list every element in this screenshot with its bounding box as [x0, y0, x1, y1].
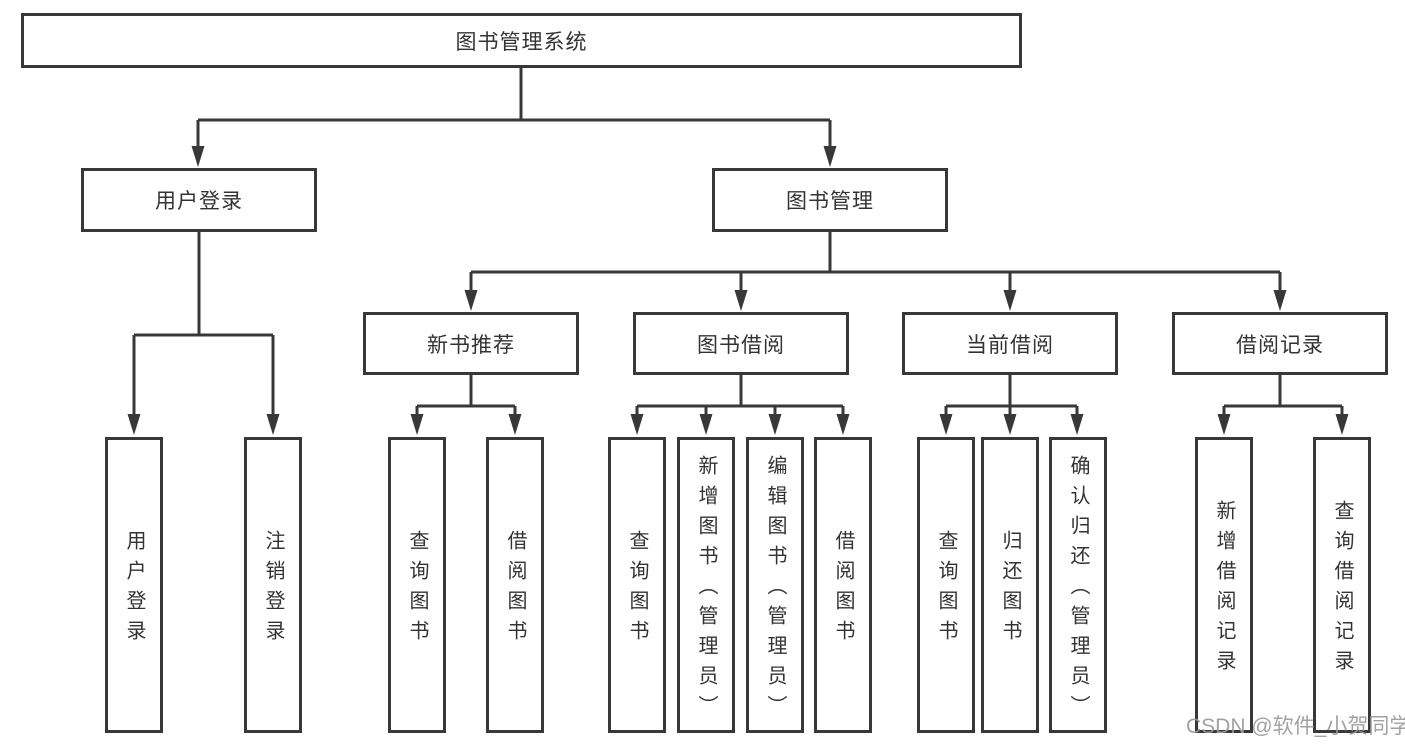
leaf-query-books-borrowing-label: 查询图书: [626, 530, 648, 650]
arrowhead: [823, 146, 837, 167]
leaf-add-borrow-record: 新增借阅记录: [1195, 437, 1253, 733]
arrowhead: [1217, 414, 1231, 435]
node-new-book-recommend: 新书推荐: [363, 312, 579, 375]
node-book-management: 图书管理: [712, 168, 948, 232]
arrowhead: [508, 414, 522, 435]
arrowhead: [836, 414, 850, 435]
arrowhead: [464, 290, 478, 311]
leaf-confirm-return-admin-label: 确认归还（管理员）: [1067, 455, 1089, 725]
leaf-user-login: 用户登录: [105, 437, 163, 733]
node-book-borrowing-label: 图书借阅: [697, 333, 785, 357]
connector-new-book-recommend-children: [410, 375, 522, 435]
connector-user-login-children: [127, 232, 280, 435]
leaf-query-books-current: 查询图书: [917, 437, 975, 733]
leaf-edit-books-admin: 编辑图书（管理员）: [746, 437, 804, 733]
node-user-login: 用户登录: [81, 168, 317, 232]
leaf-logout-label: 注销登录: [262, 530, 284, 650]
arrowhead: [1070, 414, 1084, 435]
arrowhead: [734, 290, 748, 311]
leaf-query-borrow-record: 查询借阅记录: [1313, 437, 1371, 733]
arrowhead: [1273, 290, 1287, 311]
node-current-borrowing-label: 当前借阅: [966, 333, 1054, 357]
arrowhead: [699, 414, 713, 435]
node-new-book-recommend-label: 新书推荐: [427, 333, 515, 357]
leaf-query-books-current-label: 查询图书: [935, 530, 957, 650]
node-user-login-label: 用户登录: [155, 190, 243, 213]
arrowhead: [939, 414, 953, 435]
leaf-query-borrow-record-label: 查询借阅记录: [1331, 500, 1353, 680]
leaf-confirm-return-admin: 确认归还（管理员）: [1049, 437, 1107, 733]
arrowhead: [410, 414, 424, 435]
csdn-watermark: CSDN @软件_小贺同学: [1186, 715, 1405, 738]
node-root: 图书管理系统: [21, 13, 1022, 68]
arrowhead: [768, 414, 782, 435]
leaf-borrow-books-label: 借阅图书: [832, 530, 854, 650]
leaf-return-books-label: 归还图书: [999, 530, 1021, 650]
leaf-add-books-admin: 新增图书（管理员）: [677, 437, 735, 733]
arrowhead: [1003, 290, 1017, 311]
connector-borrow-records-children: [1217, 375, 1349, 435]
leaf-query-books-recommend-label: 查询图书: [406, 530, 428, 650]
arrowhead: [1003, 414, 1017, 435]
node-current-borrowing: 当前借阅: [902, 312, 1118, 375]
connector-book-borrowing-children: [630, 375, 850, 435]
arrowhead: [630, 414, 644, 435]
leaf-borrow-books-recommend: 借阅图书: [486, 437, 544, 733]
leaf-add-borrow-record-label: 新增借阅记录: [1213, 500, 1235, 680]
node-book-borrowing: 图书借阅: [633, 312, 849, 375]
leaf-query-books-recommend: 查询图书: [388, 437, 446, 733]
leaf-edit-books-admin-label: 编辑图书（管理员）: [764, 455, 786, 725]
leaf-borrow-books: 借阅图书: [814, 437, 872, 733]
leaf-query-books-borrowing: 查询图书: [608, 437, 666, 733]
connector-current-borrowing-children: [939, 375, 1084, 435]
arrowhead: [266, 414, 280, 435]
arrowhead: [1335, 414, 1349, 435]
leaf-return-books: 归还图书: [981, 437, 1039, 733]
node-root-label: 图书管理系统: [455, 30, 588, 54]
node-borrow-records: 借阅记录: [1172, 312, 1388, 375]
leaf-user-login-label: 用户登录: [123, 530, 145, 650]
leaf-logout: 注销登录: [244, 437, 302, 733]
connector-book-management-children: [464, 232, 1287, 311]
node-borrow-records-label: 借阅记录: [1236, 333, 1324, 357]
leaf-borrow-books-recommend-label: 借阅图书: [504, 530, 526, 650]
arrowhead: [191, 146, 205, 167]
node-book-management-label: 图书管理: [786, 190, 874, 213]
leaf-add-books-admin-label: 新增图书（管理员）: [695, 455, 717, 725]
connector-root-to-level1: [191, 68, 837, 167]
arrowhead: [127, 414, 141, 435]
